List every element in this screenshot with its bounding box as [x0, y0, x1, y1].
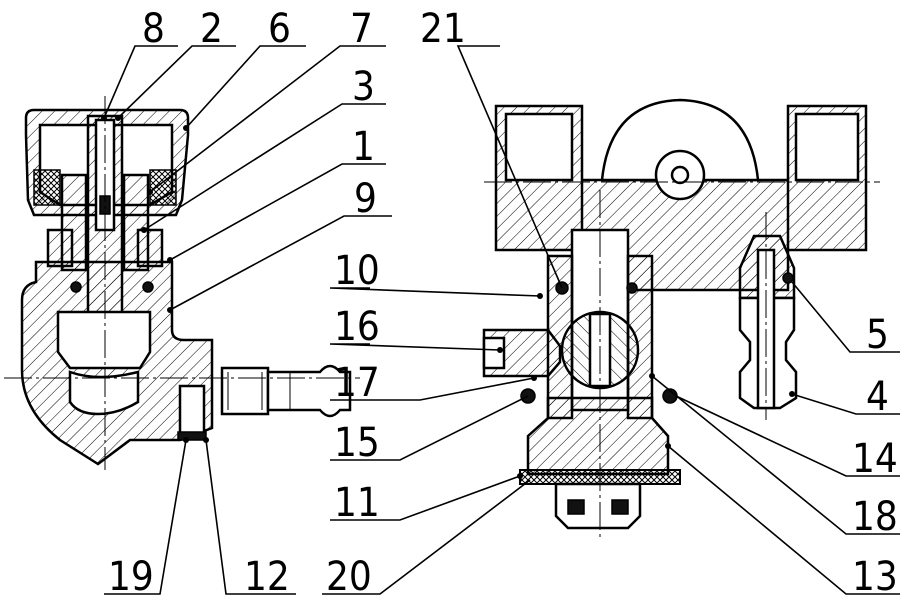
valve-disc	[68, 370, 140, 416]
o-ring-left-b	[142, 281, 154, 293]
callout-15: 15	[334, 420, 380, 466]
callout-11: 11	[334, 480, 380, 526]
bottom-nut	[554, 482, 642, 530]
callout-20: 20	[326, 554, 372, 599]
coupling-hex	[220, 366, 270, 416]
drain-screw	[178, 384, 206, 440]
leader-lines	[101, 45, 900, 595]
manifold-port-right	[794, 112, 860, 182]
callout-6: 6	[268, 6, 291, 52]
callout-9: 9	[354, 176, 377, 222]
callout-17: 17	[334, 360, 380, 406]
left-valve-section	[4, 96, 360, 470]
callout-18: 18	[852, 494, 898, 540]
callout-13: 13	[852, 554, 898, 599]
callout-labels: 8 2 6 7 3 1 9 21 10 16 17 15 11 19 12 20…	[108, 6, 898, 599]
manifold-port-left	[504, 112, 574, 182]
gauge-dial	[600, 98, 760, 182]
callout-8: 8	[142, 6, 165, 52]
callout-21: 21	[420, 6, 466, 52]
callout-3: 3	[352, 64, 375, 110]
callout-4: 4	[866, 374, 889, 420]
callout-10: 10	[334, 248, 380, 294]
callout-14: 14	[852, 436, 898, 482]
body-chamber	[56, 310, 152, 370]
callout-7: 7	[350, 6, 373, 52]
drain-seal	[177, 431, 207, 441]
lower-body	[526, 396, 670, 476]
callout-5: 5	[866, 312, 889, 358]
callout-1: 1	[352, 124, 375, 170]
callout-19: 19	[108, 554, 154, 599]
callout-2: 2	[200, 6, 223, 52]
callout-12: 12	[244, 554, 290, 599]
right-valve-section	[482, 98, 880, 540]
callout-16: 16	[334, 304, 380, 350]
o-ring-left-a	[70, 281, 82, 293]
seal-10	[626, 282, 638, 294]
